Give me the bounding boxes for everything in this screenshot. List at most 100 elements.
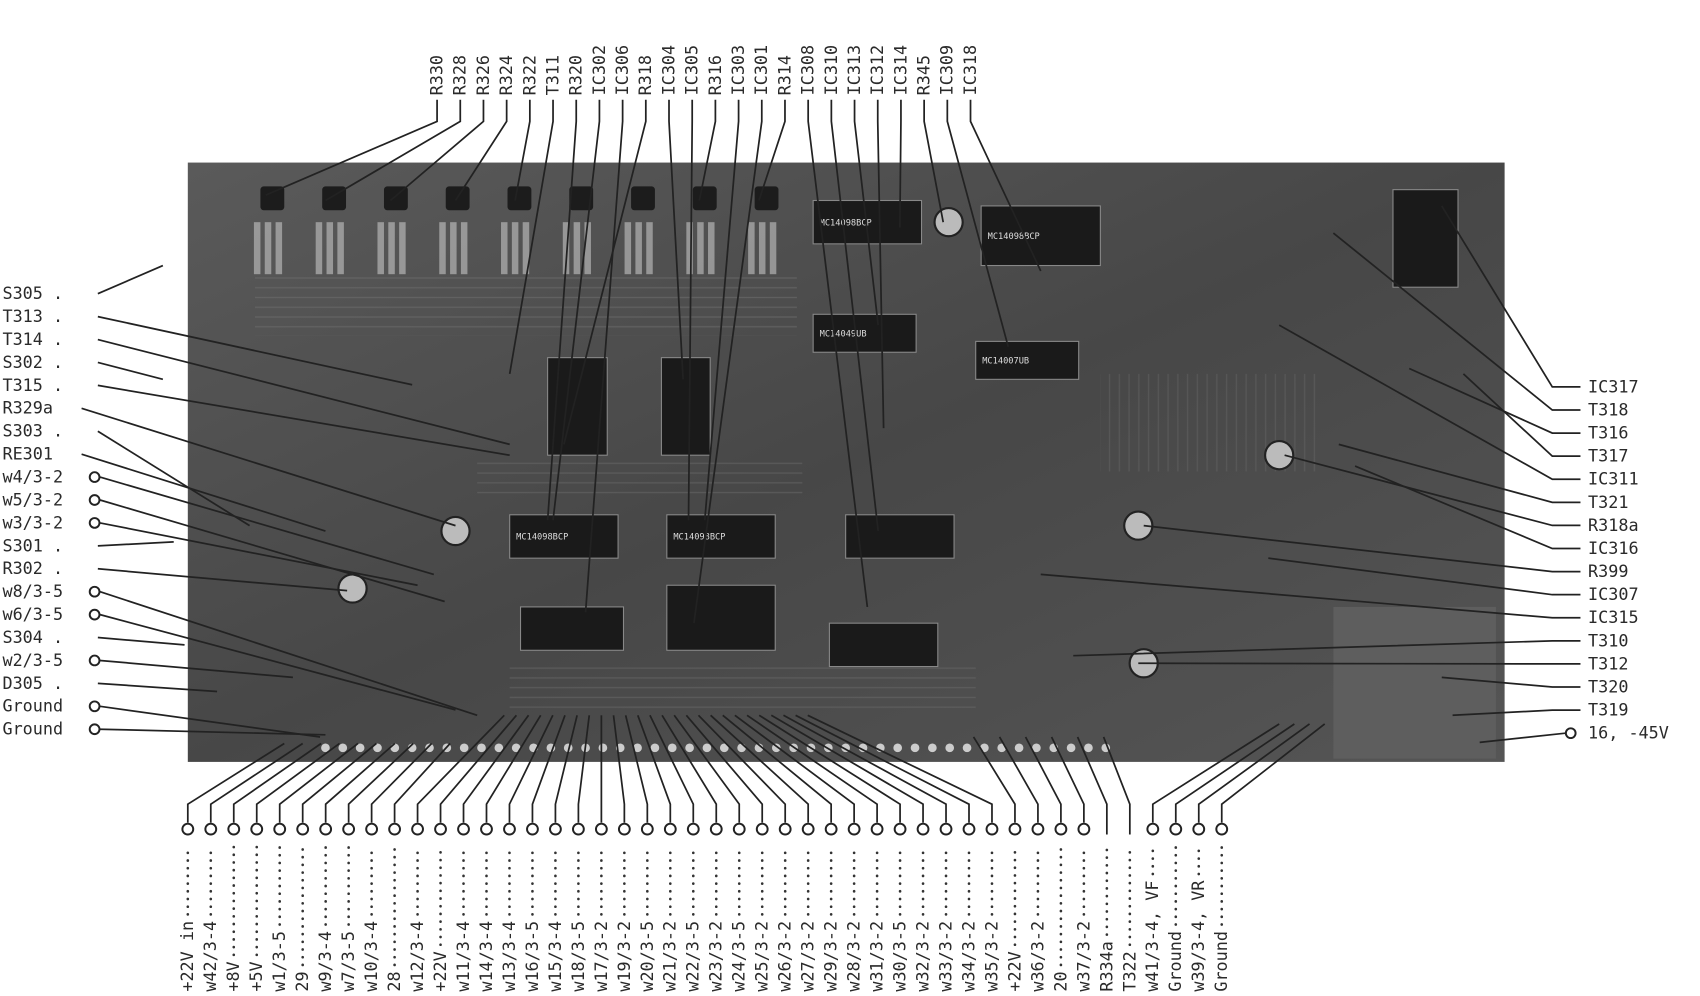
leader-line	[969, 99, 1042, 272]
leader-line	[99, 613, 456, 711]
leader-line	[703, 99, 740, 521]
bottom-label: w27/3-2	[798, 921, 818, 992]
leader-line	[485, 714, 542, 823]
edge-pad	[477, 743, 486, 753]
bottom-label: w30/3-5	[889, 921, 909, 992]
leader-line	[255, 742, 341, 823]
resistor	[377, 222, 384, 275]
leader-line	[685, 714, 764, 823]
bottom-label: w29/3-2	[821, 921, 841, 992]
leader-line	[795, 714, 970, 823]
leader-line	[807, 99, 869, 608]
leader-line	[99, 476, 435, 576]
edge-pad	[494, 743, 504, 753]
resistor	[253, 222, 261, 275]
terminal-icon	[1054, 822, 1068, 836]
bottom-label: w11/3-4	[453, 921, 473, 992]
resistor	[624, 222, 632, 275]
edge-pad	[338, 743, 348, 753]
top-label: IC309	[937, 45, 957, 96]
right-label: T320	[1588, 676, 1628, 696]
resistor	[584, 222, 591, 275]
bottom-label: T322	[1119, 951, 1139, 991]
terminal-icon	[732, 822, 746, 836]
terminal-icon	[640, 822, 654, 836]
bottom-label: +22V	[1004, 951, 1024, 991]
top-label: R345	[914, 55, 934, 95]
resistor	[275, 222, 283, 275]
terminal-icon	[1192, 822, 1206, 836]
resistor	[646, 222, 653, 275]
transistor	[383, 186, 408, 211]
leader-line	[1452, 709, 1581, 717]
terminal-icon	[939, 822, 953, 836]
leader-line	[998, 736, 1039, 823]
terminal-icon	[88, 723, 101, 736]
leader-line	[97, 567, 348, 592]
terminal-icon	[88, 700, 101, 713]
edge-pad	[459, 743, 469, 753]
edge-pad	[702, 743, 712, 753]
leader-line	[514, 99, 531, 201]
leader-line	[612, 715, 626, 823]
leader-line	[1197, 723, 1311, 823]
resistor	[562, 222, 570, 275]
left-label: R329a	[2, 398, 53, 418]
terminal-icon	[549, 822, 562, 836]
right-label: T310	[1588, 630, 1628, 650]
left-label: w2/3-5	[2, 650, 63, 670]
resistor	[326, 222, 334, 275]
left-label: T314 .	[2, 329, 63, 349]
leader-line	[97, 361, 164, 381]
leader-line	[1220, 723, 1326, 823]
top-label: IC310	[821, 45, 841, 96]
leader-line	[972, 736, 1016, 823]
left-label: w3/3-2	[2, 512, 63, 532]
leader-line	[1284, 454, 1581, 527]
left-label: Ground	[2, 719, 63, 739]
leader-line	[99, 659, 294, 679]
terminal-icon	[824, 822, 838, 836]
leader-line	[278, 742, 359, 823]
chip-marking: MC14049UB	[820, 330, 867, 340]
left-label: w6/3-5	[2, 604, 63, 624]
leader-line	[698, 99, 717, 201]
leader-line	[770, 714, 924, 823]
bottom-label: w37/3-2	[1073, 921, 1093, 992]
edge-pad	[650, 743, 660, 753]
edge-pad	[373, 743, 382, 753]
edge-pad	[355, 743, 365, 753]
leader-line	[1332, 232, 1581, 411]
leader-line	[687, 99, 694, 521]
right-label: T318	[1588, 399, 1628, 419]
leader-line	[783, 714, 947, 823]
terminal-icon	[1215, 822, 1229, 836]
bottom-label: w23/3-2	[706, 921, 726, 992]
resistor	[748, 222, 755, 275]
edge-pad	[685, 743, 694, 753]
bottom-label: w36/3-2	[1027, 921, 1047, 992]
right-label: R399	[1588, 561, 1628, 581]
leader-line	[81, 407, 456, 527]
left-label: Ground	[2, 696, 63, 716]
leader-line	[99, 728, 326, 736]
right-label: T317	[1588, 446, 1628, 466]
bottom-label: w32/3-2	[912, 921, 932, 992]
leader-line	[97, 264, 164, 295]
resistor	[501, 222, 508, 275]
right-label: IC307	[1588, 584, 1639, 604]
left-label: S304 .	[2, 627, 63, 647]
resistor	[439, 222, 446, 275]
terminal-icon	[296, 822, 310, 836]
leader-line	[1024, 736, 1062, 823]
leader-line	[97, 338, 510, 446]
leader-line	[324, 742, 396, 823]
bottom-label: Ground	[1165, 931, 1185, 992]
top-label: IC306	[612, 45, 632, 96]
leader-line	[554, 715, 578, 823]
trimmer-potentiometer	[440, 515, 471, 547]
transistor	[631, 186, 655, 211]
terminal-icon	[227, 822, 241, 836]
bottom-label: +22V	[430, 951, 450, 991]
